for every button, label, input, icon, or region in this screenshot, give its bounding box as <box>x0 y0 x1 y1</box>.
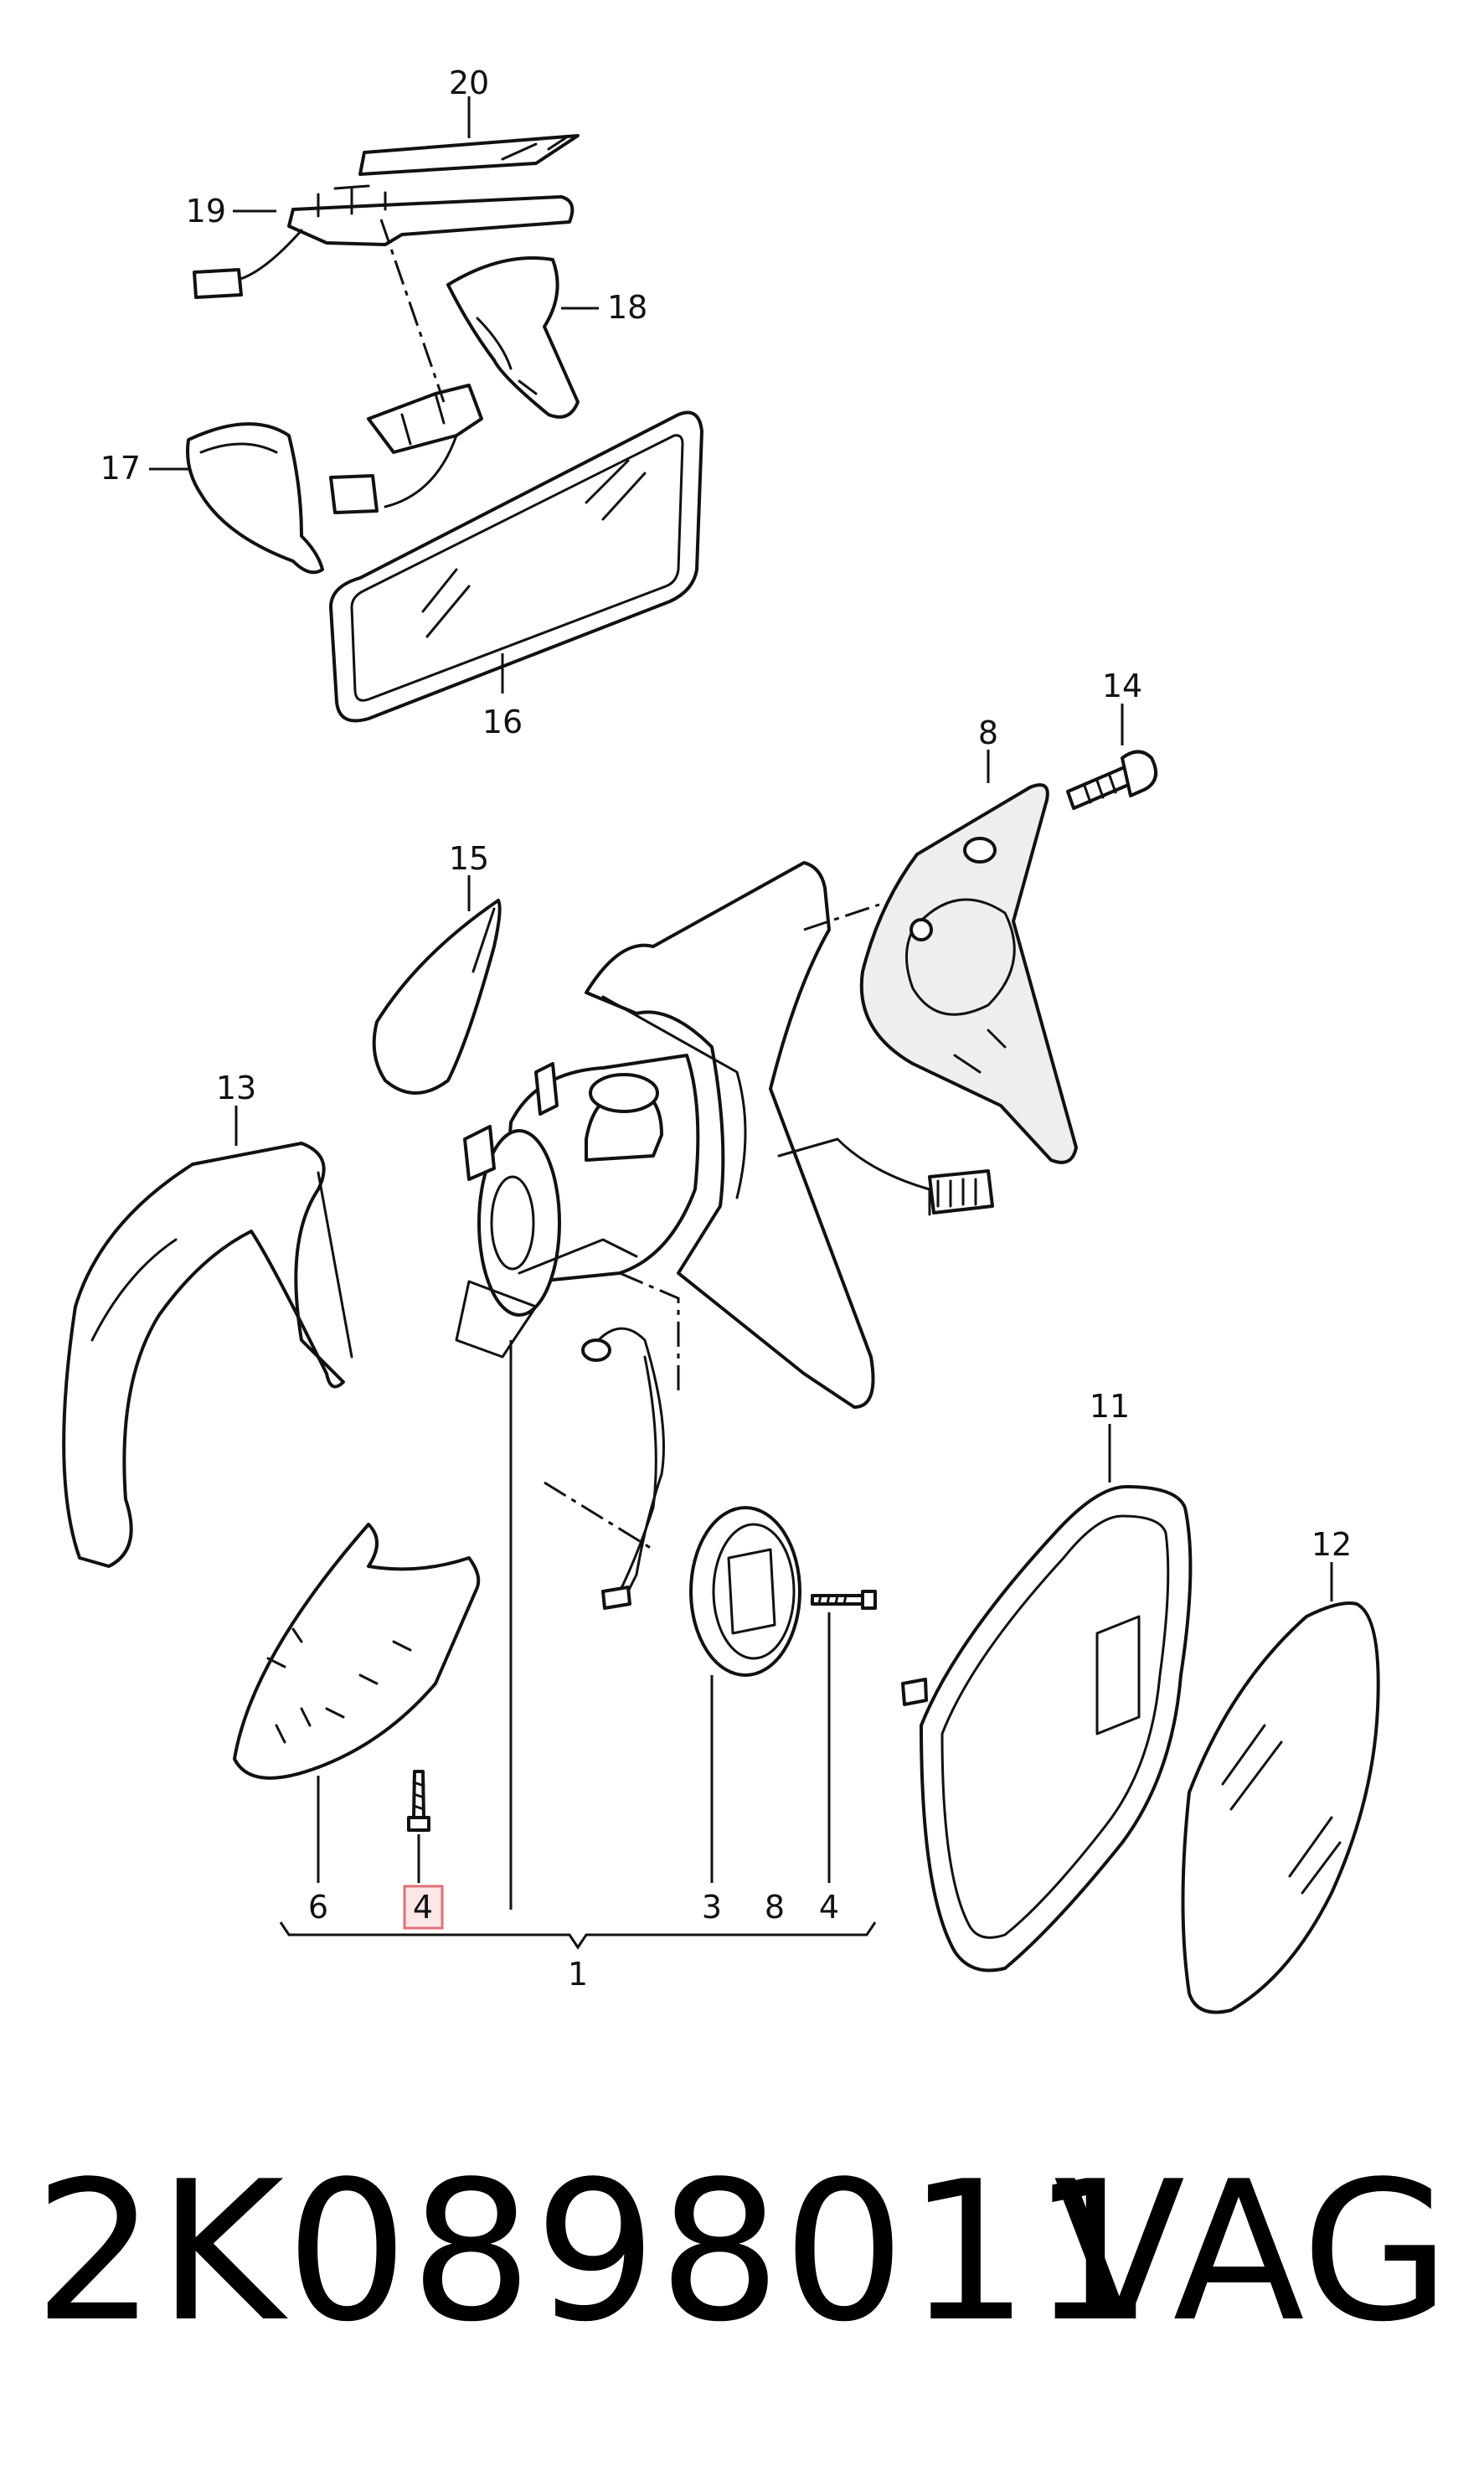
callout-4-right: 4 <box>819 1889 839 1926</box>
callout-18: 18 <box>607 289 647 326</box>
mirror-bracket-and-plug <box>329 219 483 514</box>
callout-12: 12 <box>1311 1526 1352 1563</box>
part-19-light-module <box>193 184 575 299</box>
part-20-trim-strip <box>358 134 580 176</box>
part-4-screw-left <box>407 1770 430 1832</box>
part-16-mirror-frame <box>329 410 703 723</box>
callout-1: 1 <box>568 1956 588 1993</box>
part-15-cap <box>372 899 502 1095</box>
brand-name: VAG <box>1053 2141 1451 2364</box>
part-4-screw-right <box>811 1590 877 1610</box>
callout-20: 20 <box>449 64 489 101</box>
mirror-base-housing <box>455 861 994 1409</box>
assembly-bracket <box>279 1921 877 1950</box>
callout-3: 3 <box>702 1889 722 1926</box>
callout-14: 14 <box>1102 668 1142 704</box>
part-6-lower-cover <box>233 1523 481 1780</box>
part-18-mirror-shell-right <box>446 256 580 419</box>
part-12-mirror-glass <box>1181 1601 1380 2014</box>
part-3-adjusting-motor <box>544 1327 801 1677</box>
callout-16: 16 <box>482 704 523 740</box>
callout-17: 17 <box>100 450 141 487</box>
part-13-mirror-cover <box>62 1142 353 1568</box>
callout-19: 19 <box>186 193 226 229</box>
callout-11: 11 <box>1090 1388 1130 1425</box>
part-11-mirror-carrier <box>901 1485 1193 1973</box>
callout-6: 6 <box>308 1889 328 1926</box>
part-17-mirror-shell-left <box>186 422 324 575</box>
callout-8-bottom: 8 <box>765 1889 785 1926</box>
callout-4-highlighted: 4 <box>413 1889 433 1926</box>
part-number: 2K0898011 <box>33 2141 1156 2364</box>
part-14-bolt <box>1066 750 1158 810</box>
callout-15: 15 <box>449 840 489 877</box>
callout-8: 8 <box>978 714 998 751</box>
callout-13: 13 <box>216 1070 256 1106</box>
part-8-gasket <box>859 783 1078 1164</box>
callout-4-highlight-box <box>403 1885 444 1930</box>
